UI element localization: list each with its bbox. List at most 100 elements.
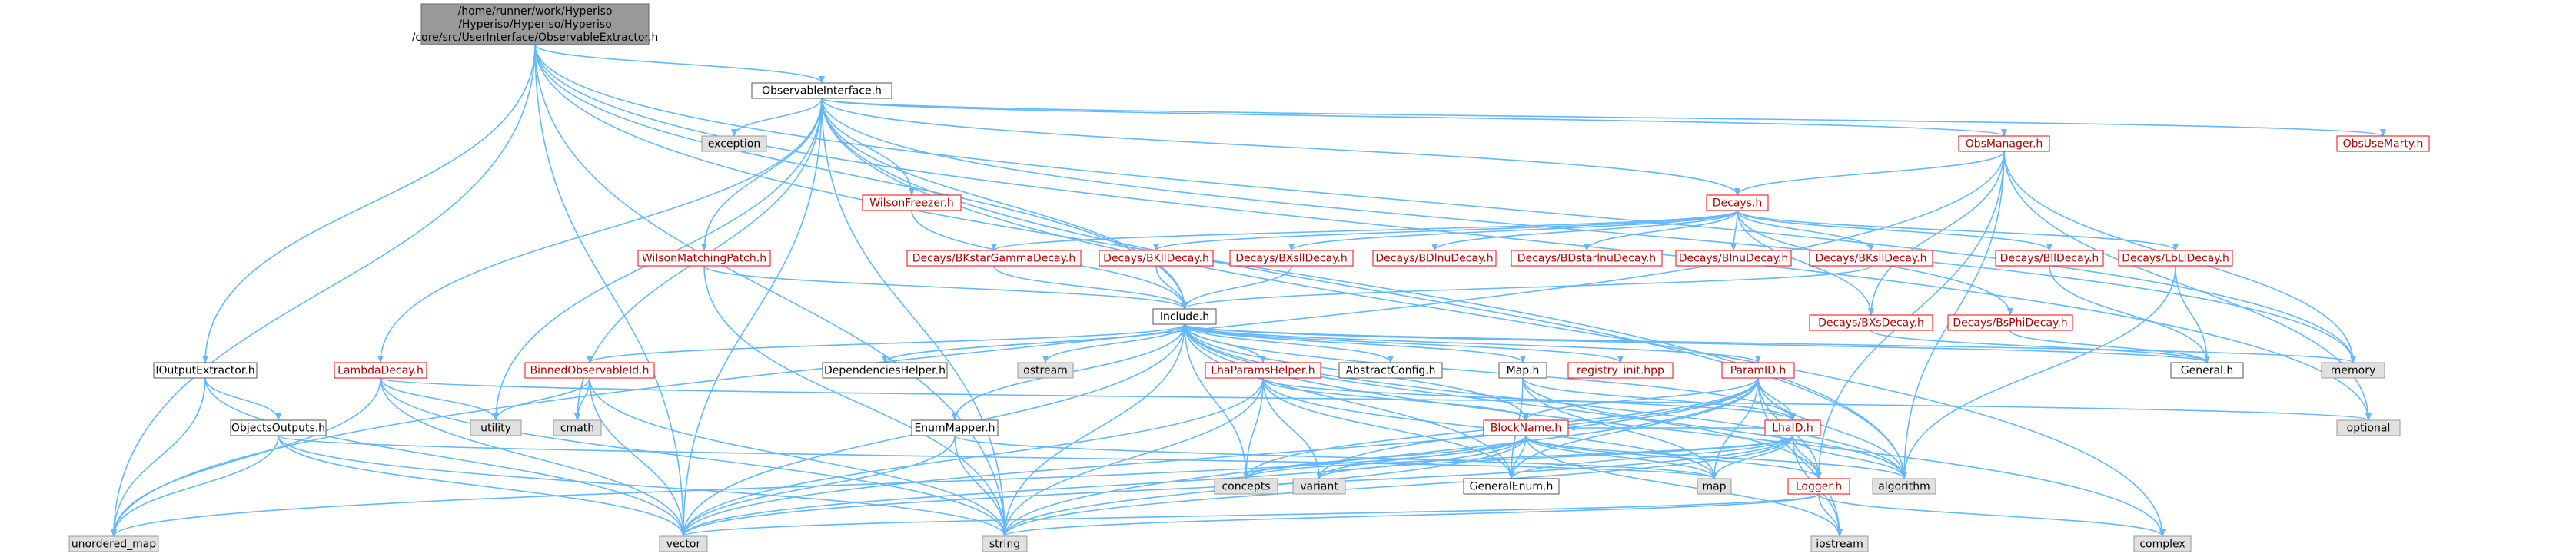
node-box bbox=[1947, 314, 2073, 331]
node-label: BinnedObservableId.h bbox=[530, 365, 650, 377]
node-label: variant bbox=[1300, 481, 1338, 493]
node-label: concepts bbox=[1222, 481, 1270, 493]
edge-decays-to-bkstargamma bbox=[991, 210, 1738, 251]
node-root[interactable]: /home/runner/work/Hyperiso/Hyperiso/Hype… bbox=[412, 3, 659, 45]
node-generalenum[interactable]: GeneralEnum.h bbox=[1463, 478, 1560, 495]
node-label: ostream bbox=[1023, 365, 1068, 377]
node-box bbox=[906, 250, 1082, 267]
edge-lhaid-to-concepts bbox=[1243, 435, 1793, 479]
node-memory[interactable]: memory bbox=[2321, 362, 2385, 379]
node-lhaparamshelper[interactable]: LhaParamsHelper.h bbox=[1205, 362, 1321, 379]
node-unordered_map[interactable]: unordered_map bbox=[68, 535, 159, 552]
node-general[interactable]: General.h bbox=[2170, 362, 2244, 379]
edge-lhaparamshelper-to-string bbox=[1002, 377, 1264, 537]
edge-paramid-to-iostream bbox=[1757, 377, 1843, 537]
node-variant[interactable]: variant bbox=[1292, 478, 1346, 495]
edge-logger-to-string bbox=[1002, 493, 1820, 537]
node-label: DependenciesHelper.h bbox=[824, 365, 946, 377]
node-obsint[interactable]: ObservableInterface.h bbox=[751, 82, 892, 99]
edge-lhaid-to-string bbox=[1002, 435, 1793, 537]
edge-include-to-algorithm bbox=[1184, 323, 1907, 479]
edge-bksslldecay-to-include bbox=[1182, 265, 1872, 310]
node-label: cmath bbox=[560, 423, 594, 435]
edge-include-to-memory bbox=[1184, 323, 2356, 363]
node-objectsoutputs[interactable]: ObjectsOutputs.h bbox=[230, 419, 327, 436]
edge-lhaparamshelper-to-concepts bbox=[1243, 377, 1264, 479]
node-bkstargamma[interactable]: Decays/BKstarGammaDecay.h bbox=[906, 250, 1082, 267]
node-optional[interactable]: optional bbox=[2336, 419, 2401, 436]
node-concepts[interactable]: concepts bbox=[1214, 478, 1278, 495]
node-registry[interactable]: registry_init.hpp bbox=[1567, 362, 1674, 379]
node-abstractconfig[interactable]: AbstractConfig.h bbox=[1338, 362, 1443, 379]
node-string[interactable]: string bbox=[982, 535, 1028, 552]
node-box bbox=[553, 419, 602, 436]
edge-obsint-to-vector bbox=[680, 98, 823, 537]
edge-ioutext-to-objectsoutputs bbox=[204, 377, 281, 421]
edge-include-to-binnedobs bbox=[587, 323, 1185, 363]
node-blnudecay[interactable]: Decays/BlnuDecay.h bbox=[1675, 250, 1792, 267]
node-box bbox=[2336, 419, 2401, 436]
node-obsusemarty[interactable]: ObsUseMarty.h bbox=[2336, 135, 2430, 152]
node-lambdadecay[interactable]: LambdaDecay.h bbox=[334, 362, 427, 379]
node-box bbox=[1498, 362, 1547, 379]
edge-obsint-to-include bbox=[821, 98, 1188, 310]
node-label: EnumMapper.h bbox=[914, 423, 995, 435]
node-enummapper[interactable]: EnumMapper.h bbox=[911, 419, 999, 436]
node-label: General.h bbox=[2181, 365, 2234, 377]
node-bxsdecay[interactable]: Decays/BXsDecay.h bbox=[1809, 314, 1933, 331]
node-lblldecay[interactable]: Decays/LbLlDecay.h bbox=[2118, 250, 2233, 267]
node-bxslldecay[interactable]: Decays/BXsllDecay.h bbox=[1229, 250, 1354, 267]
node-blldecay[interactable]: Decays/BllDecay.h bbox=[1995, 250, 2104, 267]
edge-include-to-ostream bbox=[1042, 323, 1185, 363]
node-obsmanager[interactable]: ObsManager.h bbox=[1958, 135, 2050, 152]
node-ioutext[interactable]: IOutputExtractor.h bbox=[153, 362, 258, 379]
node-label: ObsManager.h bbox=[1966, 138, 2043, 151]
node-label: BlockName.h bbox=[1491, 423, 1562, 435]
node-blockname[interactable]: BlockName.h bbox=[1483, 419, 1569, 436]
node-label: map bbox=[1702, 481, 1726, 493]
edge-obsint-to-lambdadecay bbox=[377, 98, 823, 363]
node-bdlnudecay[interactable]: Decays/BDlnuDecay.h bbox=[1372, 250, 1497, 267]
node-vector[interactable]: vector bbox=[659, 535, 708, 552]
node-utility[interactable]: utility bbox=[470, 419, 522, 436]
node-box bbox=[1214, 478, 1278, 495]
node-maph[interactable]: Map.h bbox=[1498, 362, 1547, 379]
node-bdstarlnu[interactable]: Decays/BDstarlnuDecay.h bbox=[1511, 250, 1663, 267]
edge-obsint-to-wilsonfreezer bbox=[821, 98, 915, 196]
node-map[interactable]: map bbox=[1697, 478, 1732, 495]
edge-bklldecay-to-include bbox=[1155, 265, 1188, 310]
node-complex[interactable]: complex bbox=[2133, 535, 2192, 552]
node-label: iostream bbox=[1816, 539, 1863, 551]
node-iostream[interactable]: iostream bbox=[1810, 535, 1869, 552]
node-box bbox=[751, 82, 892, 99]
node-include[interactable]: Include.h bbox=[1152, 308, 1217, 325]
node-box bbox=[1675, 250, 1792, 267]
node-box bbox=[334, 362, 427, 379]
node-algorithm[interactable]: algorithm bbox=[1872, 478, 1936, 495]
node-bksslldecay[interactable]: Decays/BKsllDecay.h bbox=[1809, 250, 1933, 267]
node-bsphidecay[interactable]: Decays/BsPhiDecay.h bbox=[1947, 314, 2073, 331]
edge-include-to-paramid bbox=[1184, 323, 1761, 363]
node-box bbox=[1809, 314, 1933, 331]
node-label: WilsonFreezer.h bbox=[869, 197, 954, 210]
node-binnedobs[interactable]: BinnedObservableId.h bbox=[524, 362, 655, 379]
node-box bbox=[1511, 250, 1663, 267]
edge-lambdadecay-to-optional bbox=[380, 377, 2372, 421]
node-exception[interactable]: exception bbox=[701, 135, 767, 152]
edge-wilsonmatching-to-string bbox=[703, 265, 1008, 537]
node-cmath[interactable]: cmath bbox=[553, 419, 602, 436]
node-box bbox=[1697, 478, 1732, 495]
node-decays[interactable]: Decays.h bbox=[1706, 194, 1769, 211]
node-box bbox=[1995, 250, 2104, 267]
edge-root-to-obsint bbox=[534, 44, 825, 84]
node-lhaid[interactable]: LhaID.h bbox=[1764, 419, 1821, 436]
node-paramid[interactable]: ParamID.h bbox=[1721, 362, 1795, 379]
node-box bbox=[862, 194, 962, 211]
node-bklldecay[interactable]: Decays/BKllDecay.h bbox=[1099, 250, 1214, 267]
node-dependencies[interactable]: DependenciesHelper.h bbox=[822, 362, 948, 379]
edge-blldecay-to-general bbox=[2049, 265, 2210, 363]
node-logger[interactable]: Logger.h bbox=[1787, 478, 1850, 495]
node-wilsonfreezer[interactable]: WilsonFreezer.h bbox=[862, 194, 962, 211]
node-wilsonmatching[interactable]: WilsonMatchingPatch.h bbox=[637, 250, 771, 267]
node-ostream[interactable]: ostream bbox=[1017, 362, 1074, 379]
